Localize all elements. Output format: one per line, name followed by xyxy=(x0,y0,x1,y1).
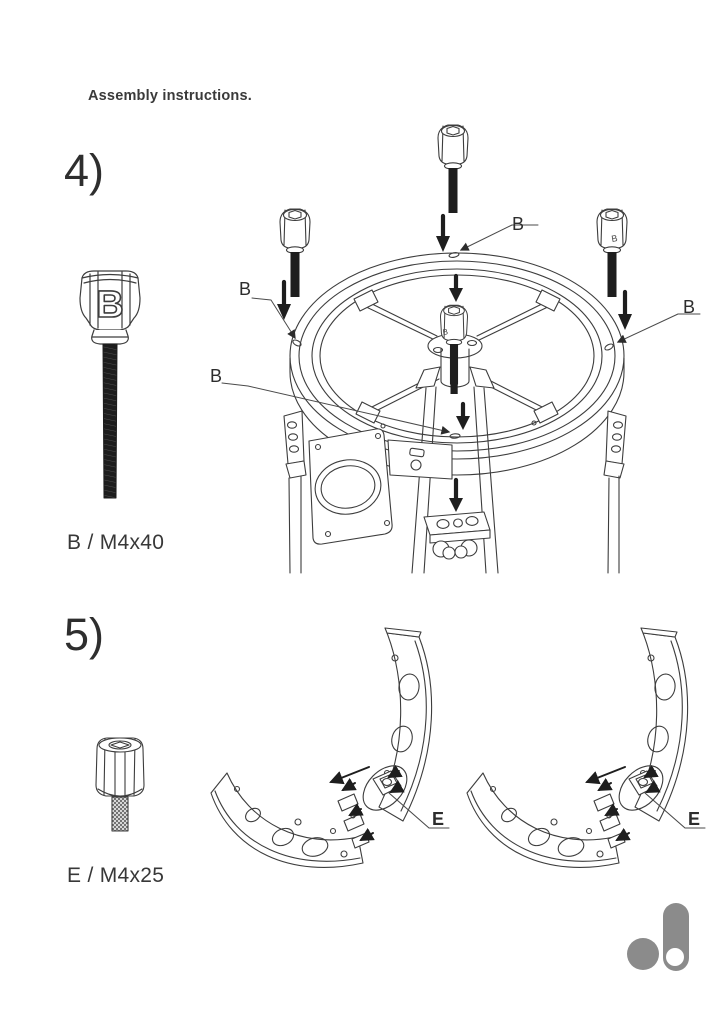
callout-b-right: B xyxy=(683,297,695,317)
part-label-e: E / M4x25 xyxy=(67,864,165,887)
bolt-b-center xyxy=(440,304,468,394)
step-5-number: 5) xyxy=(64,609,105,660)
screw-holes xyxy=(292,252,614,439)
brand-logo-icon xyxy=(627,903,689,971)
tripod-struts xyxy=(411,366,499,574)
part-b-bolt-illustration: B xyxy=(79,270,141,499)
callout-leaders xyxy=(221,224,701,435)
step-4-number: 4) xyxy=(64,145,105,196)
callout-e-left: E xyxy=(432,809,444,829)
page-title: Assembly instructions. xyxy=(88,88,252,104)
bolt-b-top xyxy=(437,124,469,214)
bolt-head-letter-right: B xyxy=(611,233,619,244)
side-brackets xyxy=(283,410,627,574)
part-b-embossed-letter: B xyxy=(96,284,123,326)
part-label-b: B / M4x40 xyxy=(67,531,165,554)
callout-b-left: B xyxy=(239,279,251,299)
ring-spokes xyxy=(353,289,561,424)
bolt-b-right xyxy=(596,208,628,298)
bearing-arc-assembly-left xyxy=(211,628,449,867)
bearing-arc-assembly-right xyxy=(467,628,705,867)
insert-arrows xyxy=(277,213,632,512)
step-4-diagram: B B xyxy=(210,124,701,574)
callout-b-top: B xyxy=(512,214,524,234)
part-e-screw-illustration xyxy=(95,737,145,832)
middle-bracket xyxy=(387,439,453,480)
callout-e-right: E xyxy=(688,809,700,829)
accessory-tray xyxy=(423,511,491,560)
callout-b-bottom-left: B xyxy=(210,366,222,386)
front-panel xyxy=(308,428,393,545)
bolt-head-letter-center: B xyxy=(442,327,449,337)
step-5-diagram: E E xyxy=(195,625,710,880)
